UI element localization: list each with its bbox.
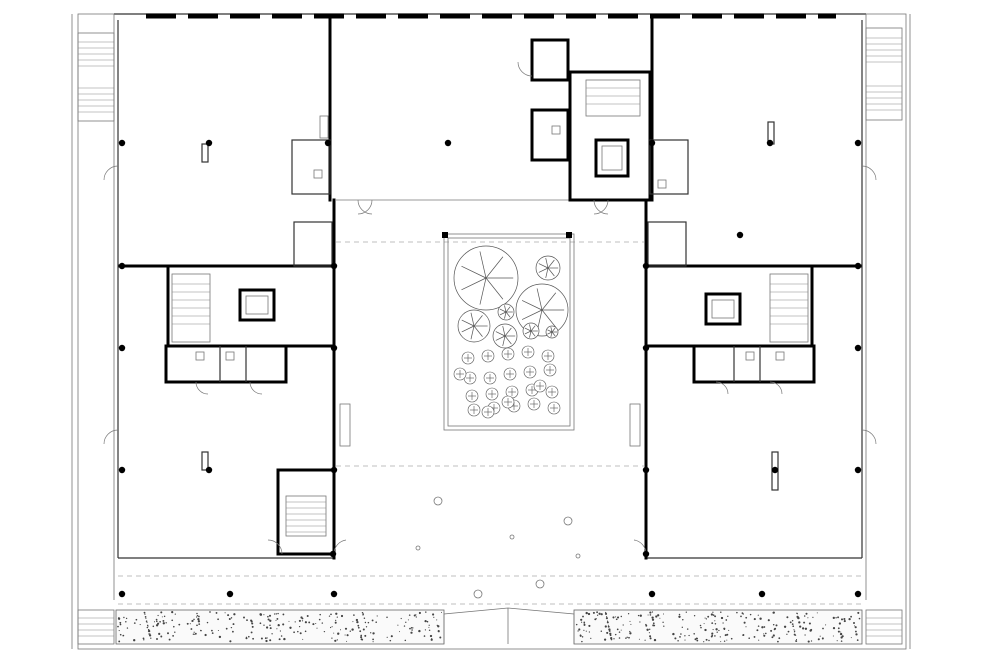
column-dot [642, 466, 650, 474]
tree-canopy [545, 325, 559, 339]
shrub [547, 401, 561, 415]
right-service-core [644, 264, 816, 384]
shrub [521, 345, 535, 359]
south-gravel-beds [115, 609, 863, 645]
shrub [453, 367, 467, 381]
structural-columns [118, 139, 862, 598]
column-dot [854, 344, 862, 352]
corridor-benches [339, 403, 641, 447]
shrub [501, 347, 515, 361]
shrub [541, 349, 555, 363]
shrub [481, 349, 495, 363]
right-toilet-block [647, 139, 689, 267]
column-dot [642, 344, 650, 352]
tree-canopy [522, 322, 540, 340]
lower-left-stair [276, 468, 336, 556]
shrub [483, 371, 497, 385]
tree-canopy [457, 309, 491, 343]
shrub [545, 385, 559, 399]
column-dot [329, 550, 337, 558]
column-dot [771, 466, 779, 474]
shrub [485, 387, 499, 401]
column-dot [642, 550, 650, 558]
column-dot [330, 590, 338, 598]
column-dot [642, 262, 650, 270]
courtyard-trees [453, 245, 569, 349]
shrub [523, 365, 537, 379]
column-dot [854, 466, 862, 474]
top-service-core [530, 38, 652, 202]
column-dot [118, 139, 126, 147]
column-dot [324, 139, 332, 147]
shrub [481, 405, 495, 419]
left-toilet-block [291, 115, 333, 267]
paving-circles [415, 496, 581, 599]
courtyard-shrubs [453, 345, 561, 419]
column-dot [766, 139, 774, 147]
column-dot [118, 590, 126, 598]
column-dot [854, 139, 862, 147]
shrub [465, 389, 479, 403]
tree-canopy [497, 303, 515, 321]
shrub [467, 403, 481, 417]
site-boundary [71, 13, 911, 650]
column-dot [330, 344, 338, 352]
column-dot [736, 231, 744, 239]
column-dot [226, 590, 234, 598]
column-dot [444, 139, 452, 147]
column-dot [205, 466, 213, 474]
tree-canopy [535, 255, 561, 281]
column-dot [118, 344, 126, 352]
shrub [461, 351, 475, 365]
door-swings [103, 61, 877, 555]
shrub [463, 371, 477, 385]
column-dot [648, 139, 656, 147]
shrub [543, 363, 557, 377]
column-dot [330, 262, 338, 270]
tree-canopy [492, 323, 518, 349]
column-dot [118, 262, 126, 270]
shrub [533, 379, 547, 393]
column-dot [205, 139, 213, 147]
left-balcony-stairs [77, 32, 115, 645]
column-dot [854, 590, 862, 598]
shrub [503, 367, 517, 381]
right-balcony-stairs [865, 27, 903, 645]
column-dot [854, 262, 862, 270]
column-dot [648, 590, 656, 598]
shrub [501, 395, 515, 409]
tree-canopy [453, 245, 519, 311]
courtyard-guides [113, 241, 867, 605]
courtyard-planting-bed [442, 232, 575, 431]
column-dot [330, 466, 338, 474]
column-dot [758, 590, 766, 598]
column-dot [118, 466, 126, 474]
entrance-ramp [443, 607, 575, 644]
shrub [527, 397, 541, 411]
left-service-core [164, 264, 336, 384]
